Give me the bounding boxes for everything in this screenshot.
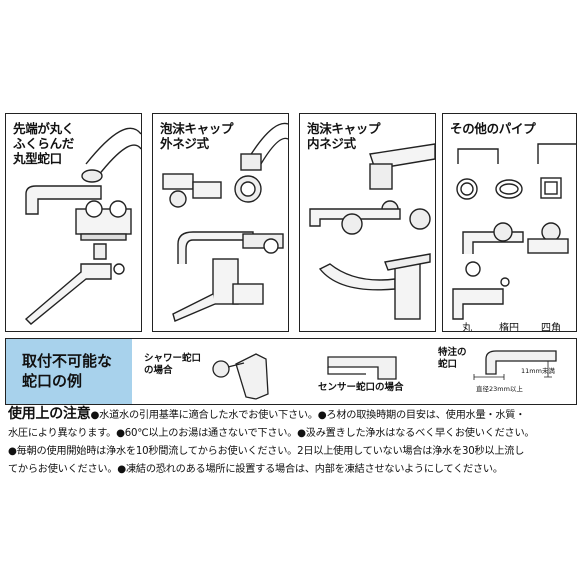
panel-round-faucet: 先端が丸く ふくらんだ 丸型蛇口 — [5, 113, 142, 332]
other-pipes-illustration — [452, 143, 576, 320]
special-faucet-label: 特注の 蛇口 — [438, 347, 467, 370]
not-installable-title: 取付不可能な 蛇口の例 — [6, 339, 132, 404]
special-diameter-note: 直径23mm以上 — [476, 385, 523, 393]
not-installable-box: 取付不可能な 蛇口の例 シャワー蛇口 の場合 センサー蛇口の場合 特注の 蛇口 … — [5, 338, 577, 405]
shape-label-round: 丸 — [462, 323, 472, 332]
round-faucet-illustration — [24, 127, 141, 325]
panel-title: 先端が丸く ふくらんだ 丸型蛇口 — [13, 121, 75, 166]
panel-title: その他のパイプ — [450, 121, 536, 136]
inner-thread-illustration — [309, 143, 435, 320]
shape-label-square: 四角 — [541, 323, 561, 332]
sensor-faucet-label: センサー蛇口の場合 — [318, 382, 404, 393]
notes-line-1: ●水道水の引用基準に適合した水でお使い下さい。●ろ材の取換時期の目安は、使用水量… — [90, 410, 526, 421]
usage-notes: 使用上の注意●水道水の引用基準に適合した水でお使い下さい。●ろ材の取換時期の目安… — [8, 405, 576, 479]
shower-faucet-label: シャワー蛇口 の場合 — [144, 353, 202, 376]
panel-outer-thread: 泡沫キャップ 外ネジ式 — [152, 113, 289, 332]
special-height-note: 11mm未満 — [521, 367, 555, 375]
panel-title: 泡沫キャップ 外ネジ式 — [160, 121, 234, 151]
outer-thread-illustration — [162, 122, 288, 322]
notes-heading: 使用上の注意 — [8, 406, 91, 422]
notes-line-2: 水圧により異なります。●60℃以上のお湯は通さないで下さい。●汲み置きした浄水は… — [8, 428, 535, 439]
shape-label-oval: 楕円 — [499, 323, 519, 332]
panel-title: 泡沫キャップ 内ネジ式 — [307, 121, 381, 151]
not-installable-illustrations — [212, 350, 557, 400]
notes-line-3: ●毎朝の使用開始時は浄水を10秒間流してからお使いください。2日以上使用していな… — [8, 446, 525, 457]
panel-other-pipes: その他のパイプ 丸 楕円 四角 — [442, 113, 577, 332]
panel-inner-thread: 泡沫キャップ 内ネジ式 — [299, 113, 436, 332]
notes-line-4: てからお使いください。●凍結の恐れのある場所に設置する場合は、内部を凍結させない… — [8, 464, 503, 475]
